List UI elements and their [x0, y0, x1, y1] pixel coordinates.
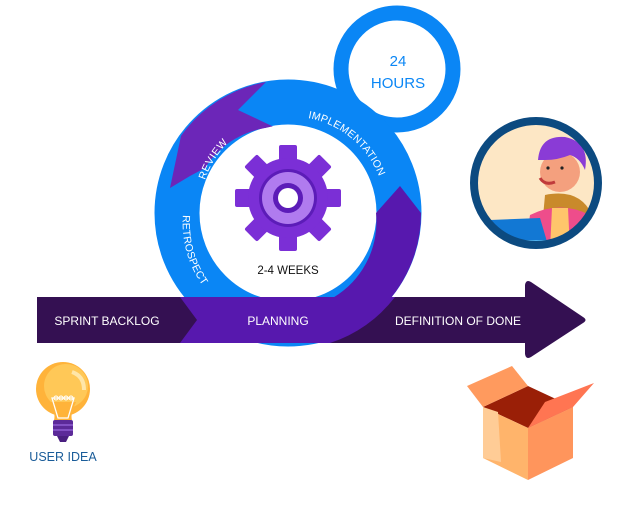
- flow-step-planning-band: [180, 297, 395, 343]
- flow-step-sprint-backlog: SPRINT BACKLOG: [54, 314, 159, 328]
- lightbulb-icon: [36, 362, 90, 442]
- flow-step-definition-of-done: DEFINITION OF DONE: [395, 314, 521, 328]
- flow-arrow: [37, 281, 586, 358]
- daily-duration-value: 24: [390, 53, 407, 70]
- gear-icon: [235, 145, 341, 251]
- open-box-icon: [467, 366, 594, 480]
- sprint-duration-label: 2-4 WEEKS: [257, 265, 319, 277]
- user-idea-label: USER IDEA: [29, 450, 97, 464]
- ring-segment-review: [170, 82, 274, 188]
- daily-duration-unit: HOURS: [371, 75, 425, 92]
- daily-cycle-circle: [333, 5, 461, 133]
- flow-step-planning: PLANNING: [247, 314, 308, 328]
- developer-avatar-icon: [470, 117, 602, 249]
